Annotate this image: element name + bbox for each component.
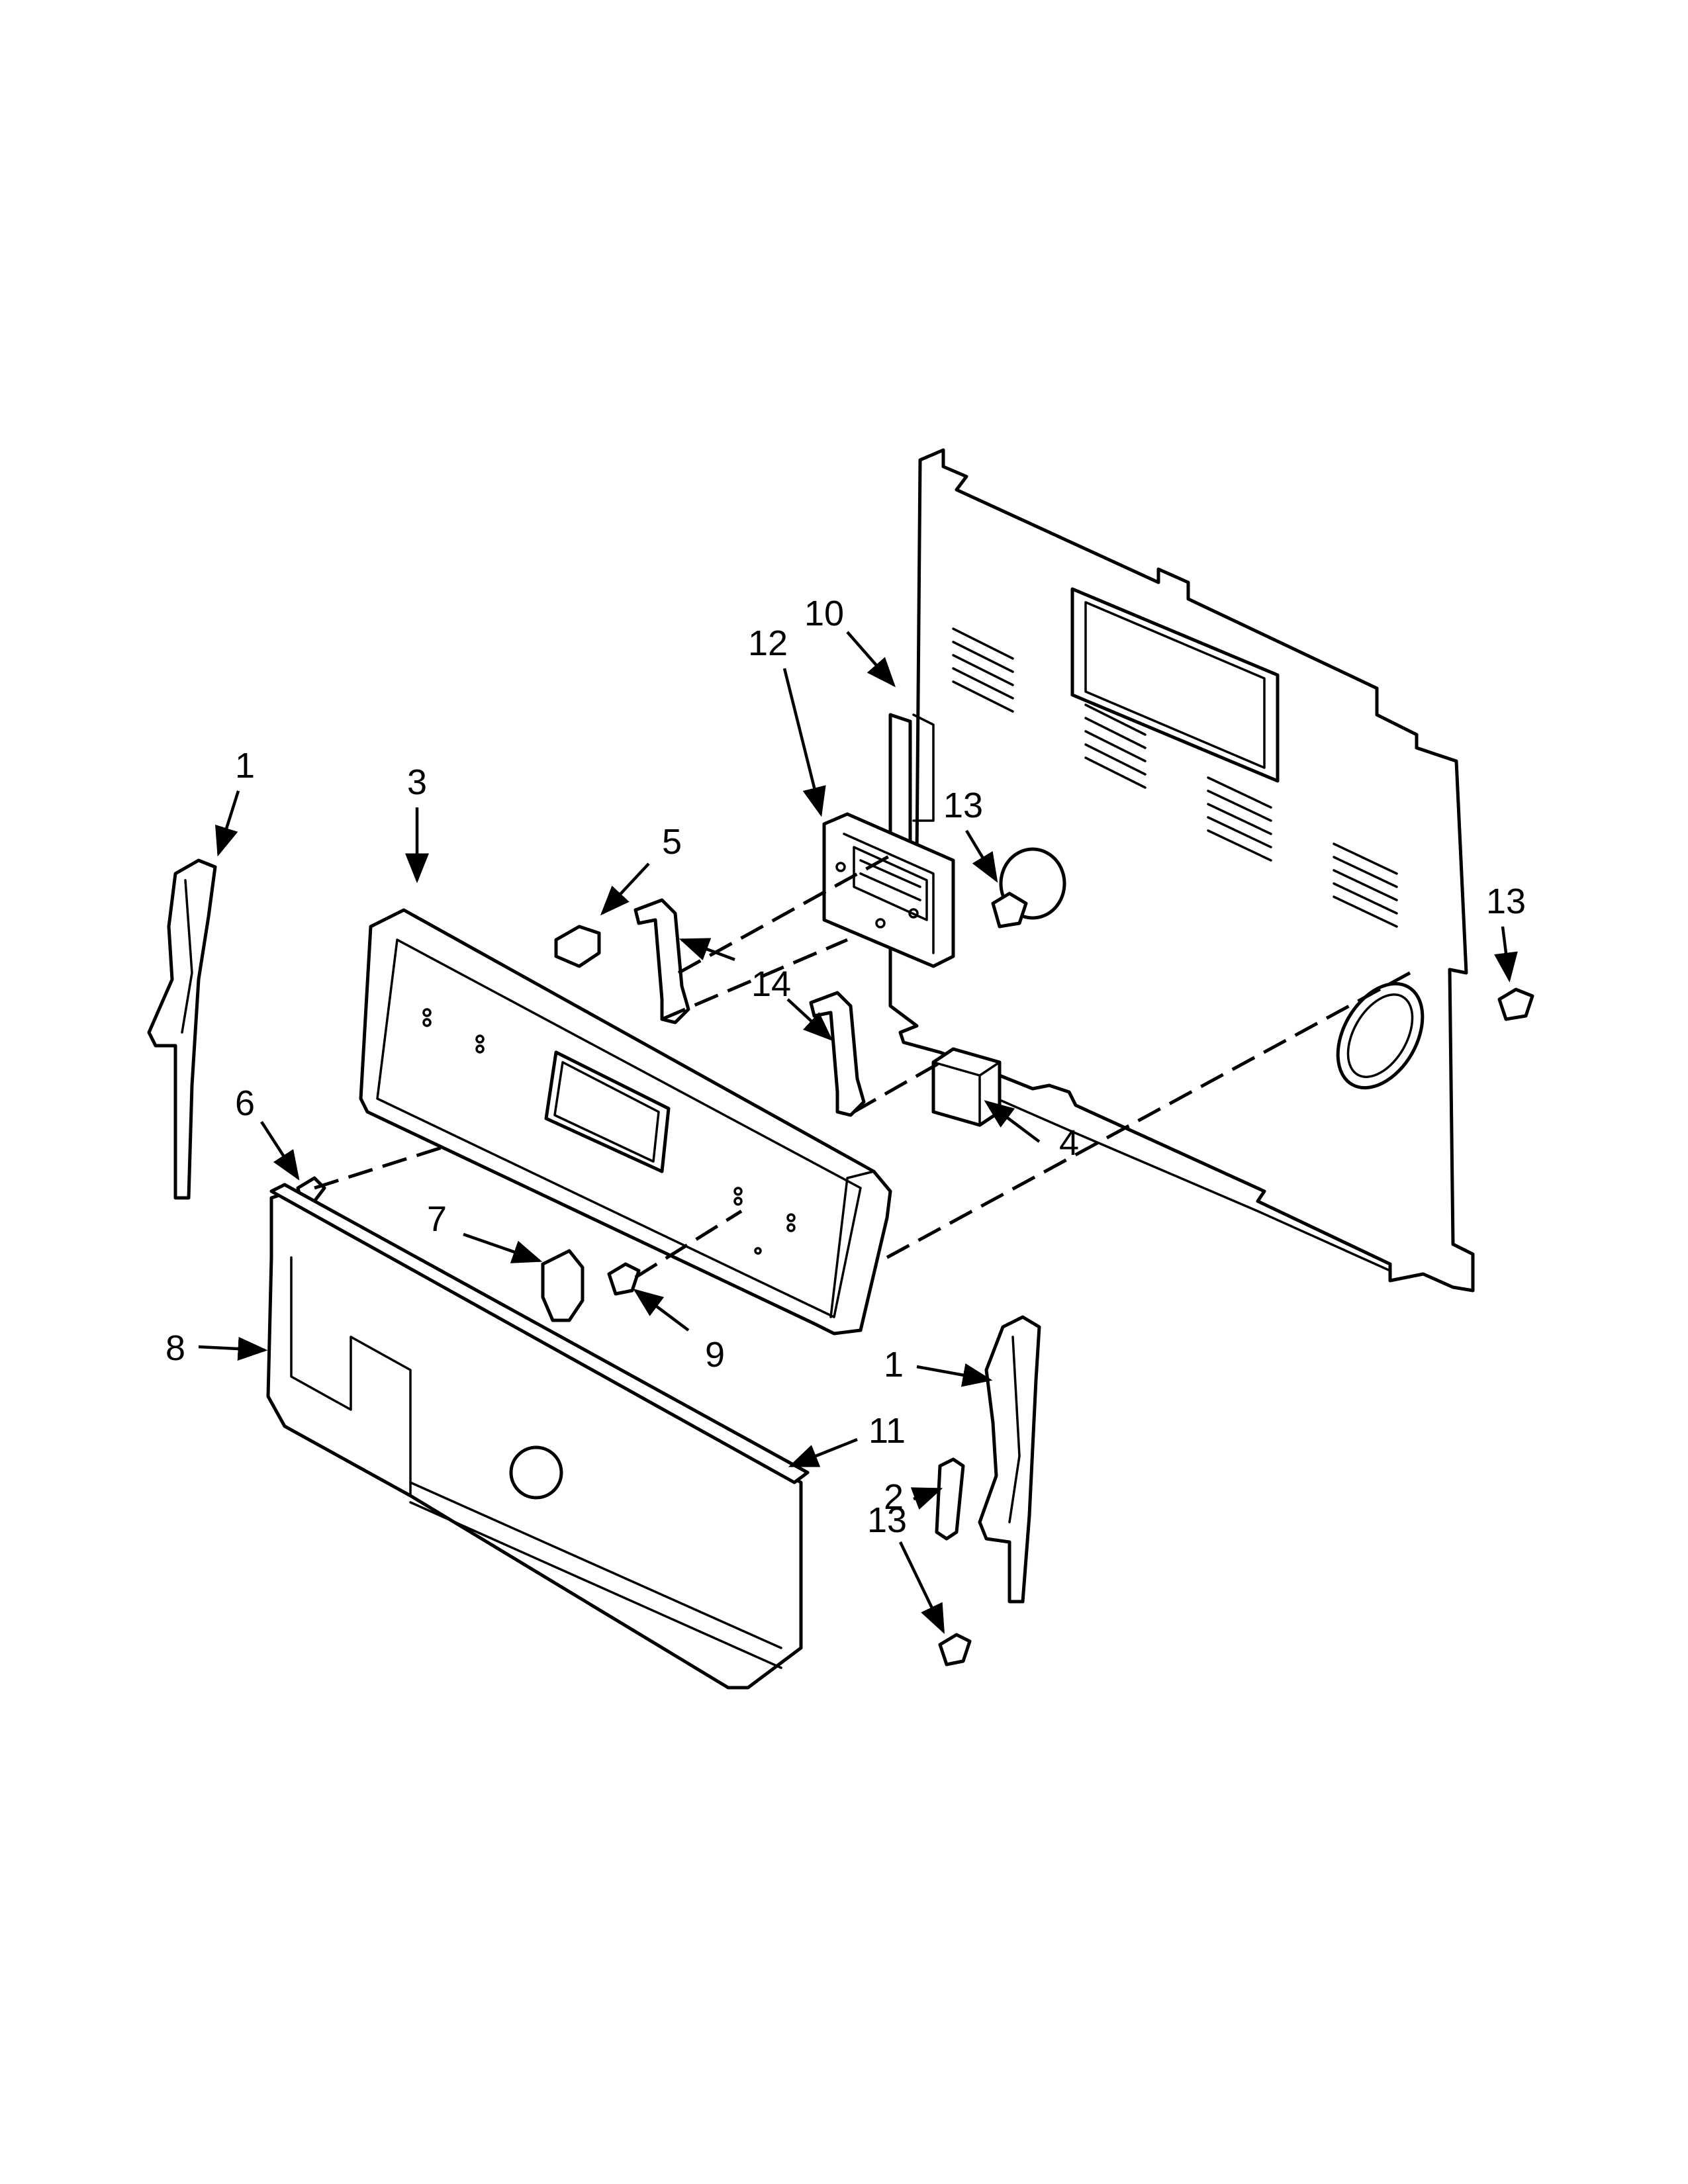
callout-8: 8 [165,1328,185,1368]
screw-part-13-center [991,891,1028,929]
callout-13-right: 13 [1486,882,1526,921]
screw-part-13-right [1497,987,1534,1021]
electronic-control-board-part [822,812,955,968]
callout-1-left: 1 [235,746,255,786]
clip-part [935,1457,965,1541]
screw-part-13-bottom [938,1633,972,1666]
callout-9: 9 [705,1335,725,1375]
callout-2: 2 [884,1477,904,1517]
callout-13-center: 13 [943,786,983,825]
switch-part [554,925,601,968]
callout-4: 4 [1059,1123,1079,1163]
callout-7: 7 [427,1199,447,1239]
callout-labels: 1 3 5 10 12 13 13 14 6 4 7 9 8 1 11 2 13 [165,594,1526,1540]
console-part [359,908,892,1336]
rear-control-panel-part [888,448,1475,1293]
callout-14: 14 [751,964,791,1004]
callout-3: 3 [407,762,427,802]
rail-part [269,1183,810,1484]
callout-12: 12 [748,623,788,663]
terminal-block-part [931,1047,1002,1127]
knob-part [541,1249,585,1322]
callout-10: 10 [804,594,844,633]
callout-13-bottom: 13 [867,1500,907,1540]
callout-1-right: 1 [884,1345,904,1385]
callout-5: 5 [662,822,682,862]
leader-lines [198,631,1518,1635]
callout-6: 6 [235,1083,255,1123]
screw-part-9 [607,1262,641,1296]
callout-11: 11 [868,1411,906,1451]
end-cap-right-part [978,1315,1041,1604]
end-cap-left-part [147,858,217,1200]
